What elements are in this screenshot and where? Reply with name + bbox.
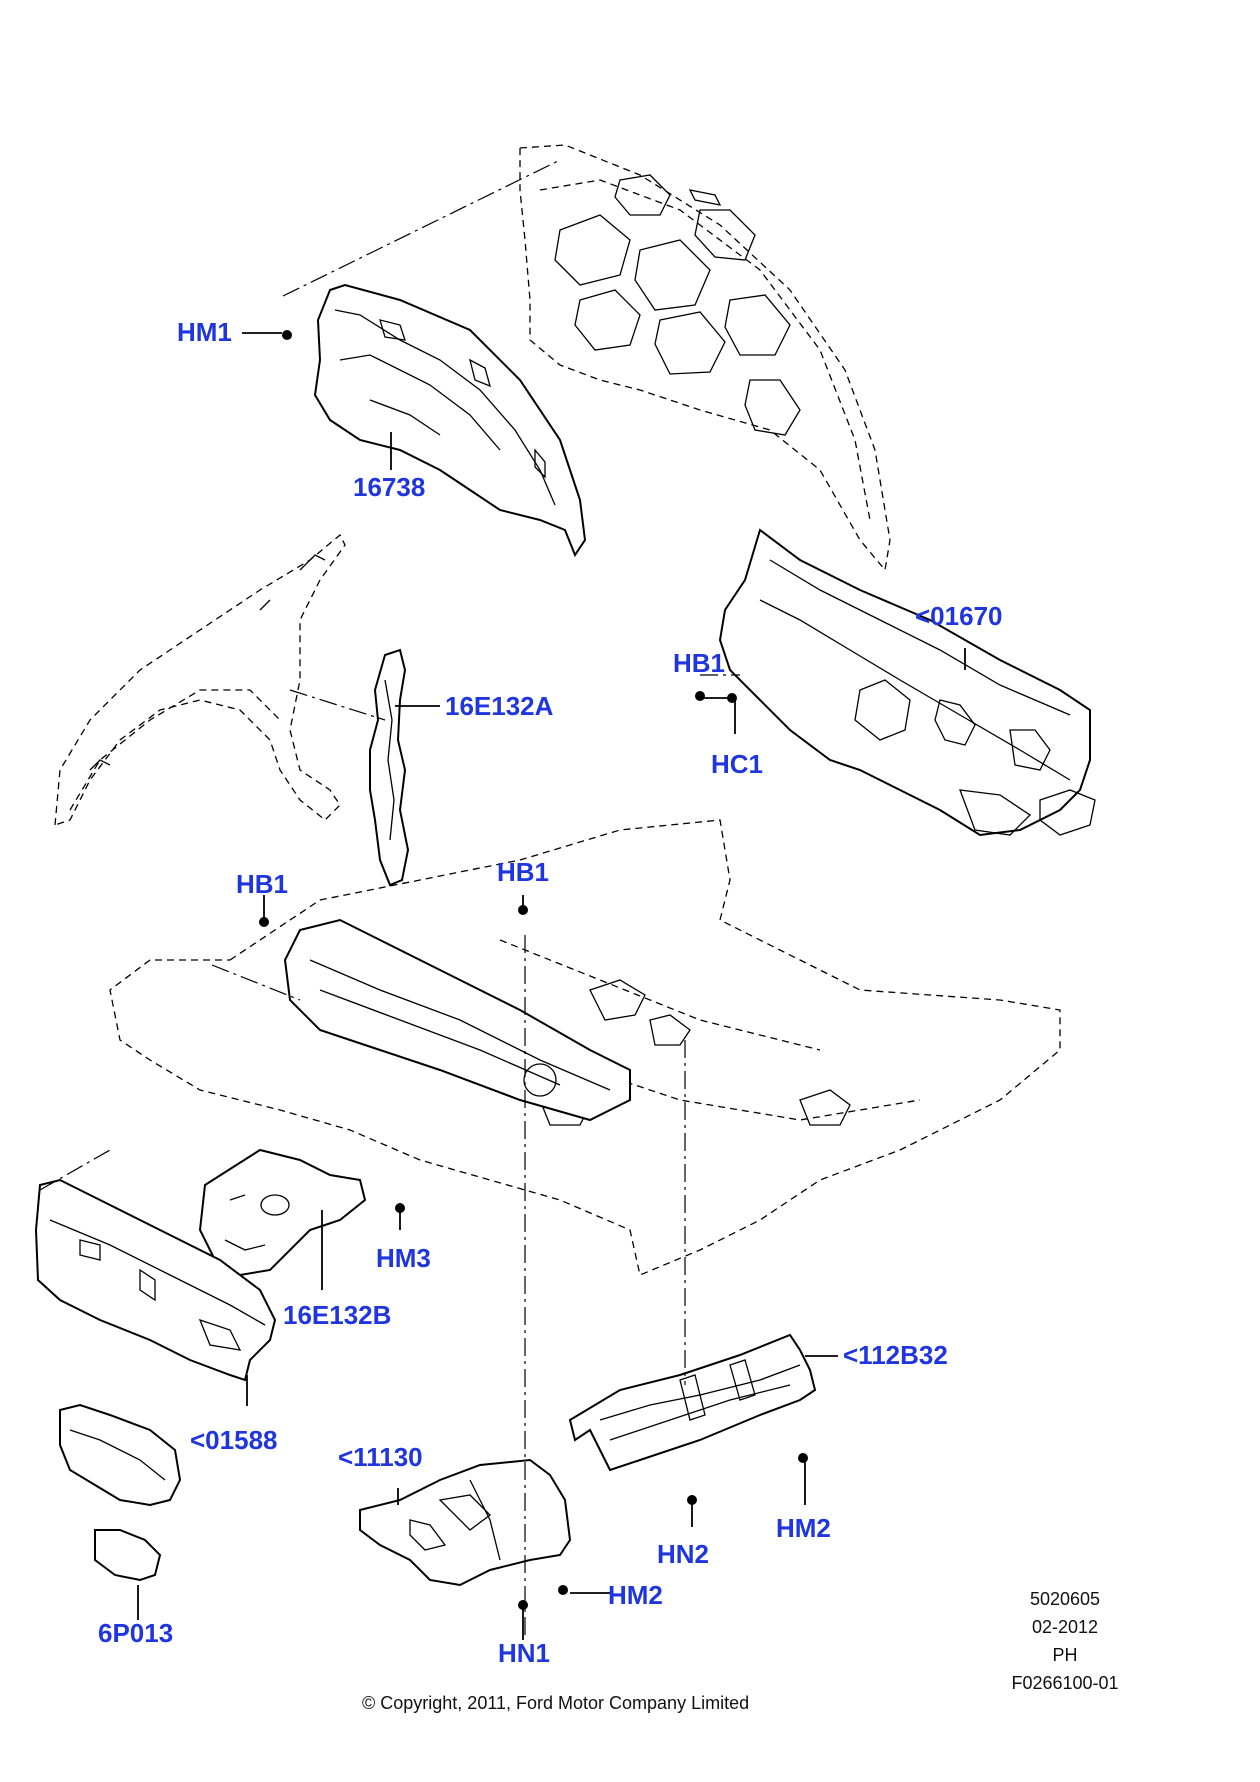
callout-16738: 16738	[353, 472, 426, 502]
drawing-number: 5020605	[1029, 1589, 1101, 1609]
callout-hc1: HC1	[711, 749, 764, 779]
drawing-date: 02-2012	[1031, 1617, 1099, 1637]
drawing-meta-block: 5020605 02-2012 PH F0266100-01	[990, 1590, 1140, 1692]
fender-outline	[54, 533, 346, 826]
callout-hn2: HN2	[657, 1539, 710, 1569]
callout-16e132b: 16E132B	[283, 1300, 392, 1330]
drawing-region: PH	[1052, 1645, 1078, 1665]
callout-hm2-center: HM2	[608, 1580, 663, 1610]
dash-panel-part	[34, 1178, 277, 1382]
seal-16e132a-part	[369, 648, 410, 887]
alignment-lines	[39, 159, 740, 1640]
cowl-panel-part	[718, 528, 1096, 837]
heat-shield-112b32-part	[568, 1333, 817, 1472]
cowl-top-part	[283, 918, 631, 1122]
heat-shield-11130-part	[359, 1458, 572, 1587]
callout-112b32: <112B32	[843, 1340, 948, 1370]
callout-11130: <11130	[338, 1442, 423, 1472]
leader-lines	[137, 332, 966, 1640]
callout-16e132a: 16E132A	[445, 691, 554, 721]
drawing-reference: F0266100-01	[1011, 1673, 1119, 1693]
callout-hm2-right: HM2	[776, 1513, 831, 1543]
insulator-16e132b-part	[198, 1148, 367, 1277]
callout-hm3: HM3	[376, 1243, 431, 1273]
callout-hb1-center: HB1	[497, 857, 550, 887]
hood-insulator-part	[313, 283, 587, 558]
copyright-notice: © Copyright, 2011, Ford Motor Company Li…	[362, 1693, 750, 1713]
hood-outline	[519, 144, 891, 572]
module-6p013-part	[59, 1403, 182, 1582]
callout-hn1: HN1	[498, 1638, 551, 1668]
callout-01670: <01670	[915, 601, 1003, 631]
callout-01588: <01588	[190, 1425, 278, 1455]
callout-hb1-left: HB1	[236, 869, 289, 899]
callout-hb1-right: HB1	[673, 648, 726, 678]
callout-6p013: 6P013	[98, 1618, 174, 1648]
callout-hm1: HM1	[177, 317, 232, 347]
